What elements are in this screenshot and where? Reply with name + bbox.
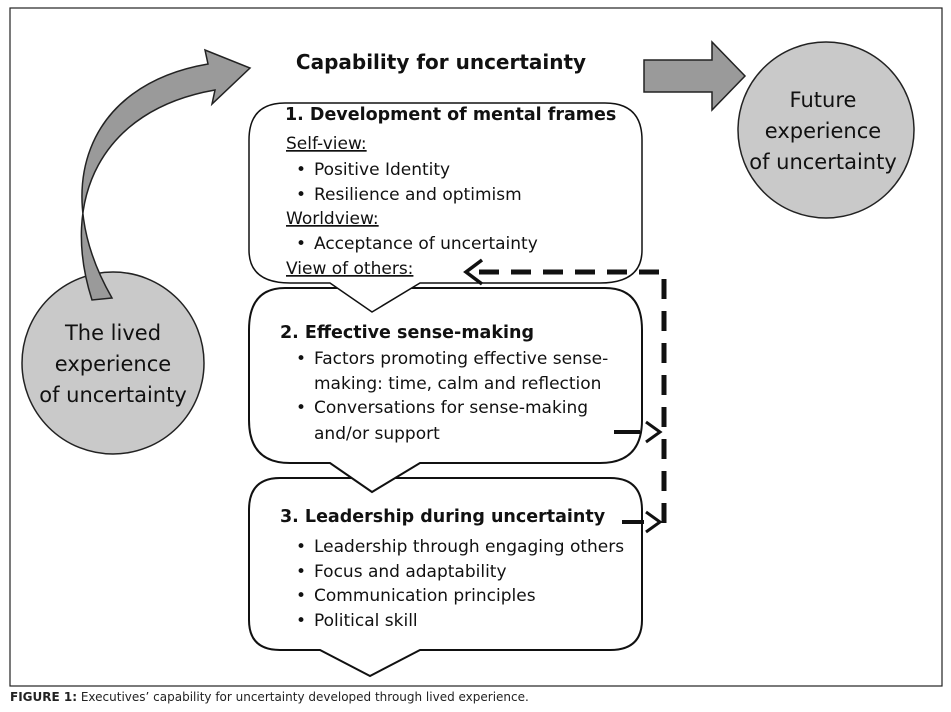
future-experience-circle xyxy=(737,41,915,219)
leadership-box xyxy=(248,477,643,678)
list-item: Resilience and optimism xyxy=(314,185,522,205)
curved-arrow-icon xyxy=(80,48,252,301)
list-item: Acceptance of uncertainty xyxy=(314,234,538,254)
left-circle-line: of uncertainty xyxy=(39,383,187,407)
figure-frame xyxy=(9,7,943,687)
bullet: • xyxy=(296,537,306,557)
arrowhead-right-icon xyxy=(645,420,663,444)
block-arrow-right-icon xyxy=(643,40,747,112)
sense-making-box xyxy=(248,287,643,494)
right-circle-line: Future xyxy=(790,88,857,112)
worldview-label: Worldview: xyxy=(286,209,379,229)
figure-caption: FIGURE 1: Executives’ capability for unc… xyxy=(10,690,529,704)
bullet: • xyxy=(296,398,306,418)
lived-experience-circle xyxy=(21,271,205,455)
self-view-label: Self-view: xyxy=(286,134,367,154)
list-item: and/or support xyxy=(314,424,440,444)
caption-label: FIGURE 1: xyxy=(10,690,78,704)
diagram-title: Capability for uncertainty xyxy=(296,50,586,74)
bullet: • xyxy=(296,234,306,254)
box2-heading: 2. Effective sense-making xyxy=(280,323,534,343)
bullet: • xyxy=(296,611,306,631)
bullet: • xyxy=(296,586,306,606)
left-circle-line: experience xyxy=(55,352,171,376)
mental-frames-box xyxy=(248,102,643,313)
list-item: Positive Identity xyxy=(314,160,450,180)
list-item: Factors promoting effective sense- xyxy=(314,349,608,369)
left-circle-line: The lived xyxy=(64,321,161,345)
bullet: • xyxy=(296,160,306,180)
bullet: • xyxy=(296,185,306,205)
caption-text: Executives’ capability for uncertainty d… xyxy=(77,690,529,704)
list-item: Leadership through engaging others xyxy=(314,537,624,557)
view-of-others-label: View of others: xyxy=(286,259,413,279)
arrowhead-left-icon xyxy=(463,258,484,286)
bullet: • xyxy=(296,349,306,369)
bullet: • xyxy=(296,562,306,582)
right-circle-line: of uncertainty xyxy=(749,150,897,174)
list-item: Communication principles xyxy=(314,586,536,606)
box1-heading: 1. Development of mental frames xyxy=(285,105,616,125)
list-item: Focus and adaptability xyxy=(314,562,507,582)
list-item: Conversations for sense-making xyxy=(314,398,588,418)
feedback-loop-arrow xyxy=(463,258,667,534)
arrowhead-right-icon xyxy=(645,510,663,534)
box3-heading: 3. Leadership during uncertainty xyxy=(280,507,606,527)
list-item: making: time, calm and reflection xyxy=(314,374,601,394)
right-circle-line: experience xyxy=(765,119,881,143)
list-item: Political skill xyxy=(314,611,418,631)
